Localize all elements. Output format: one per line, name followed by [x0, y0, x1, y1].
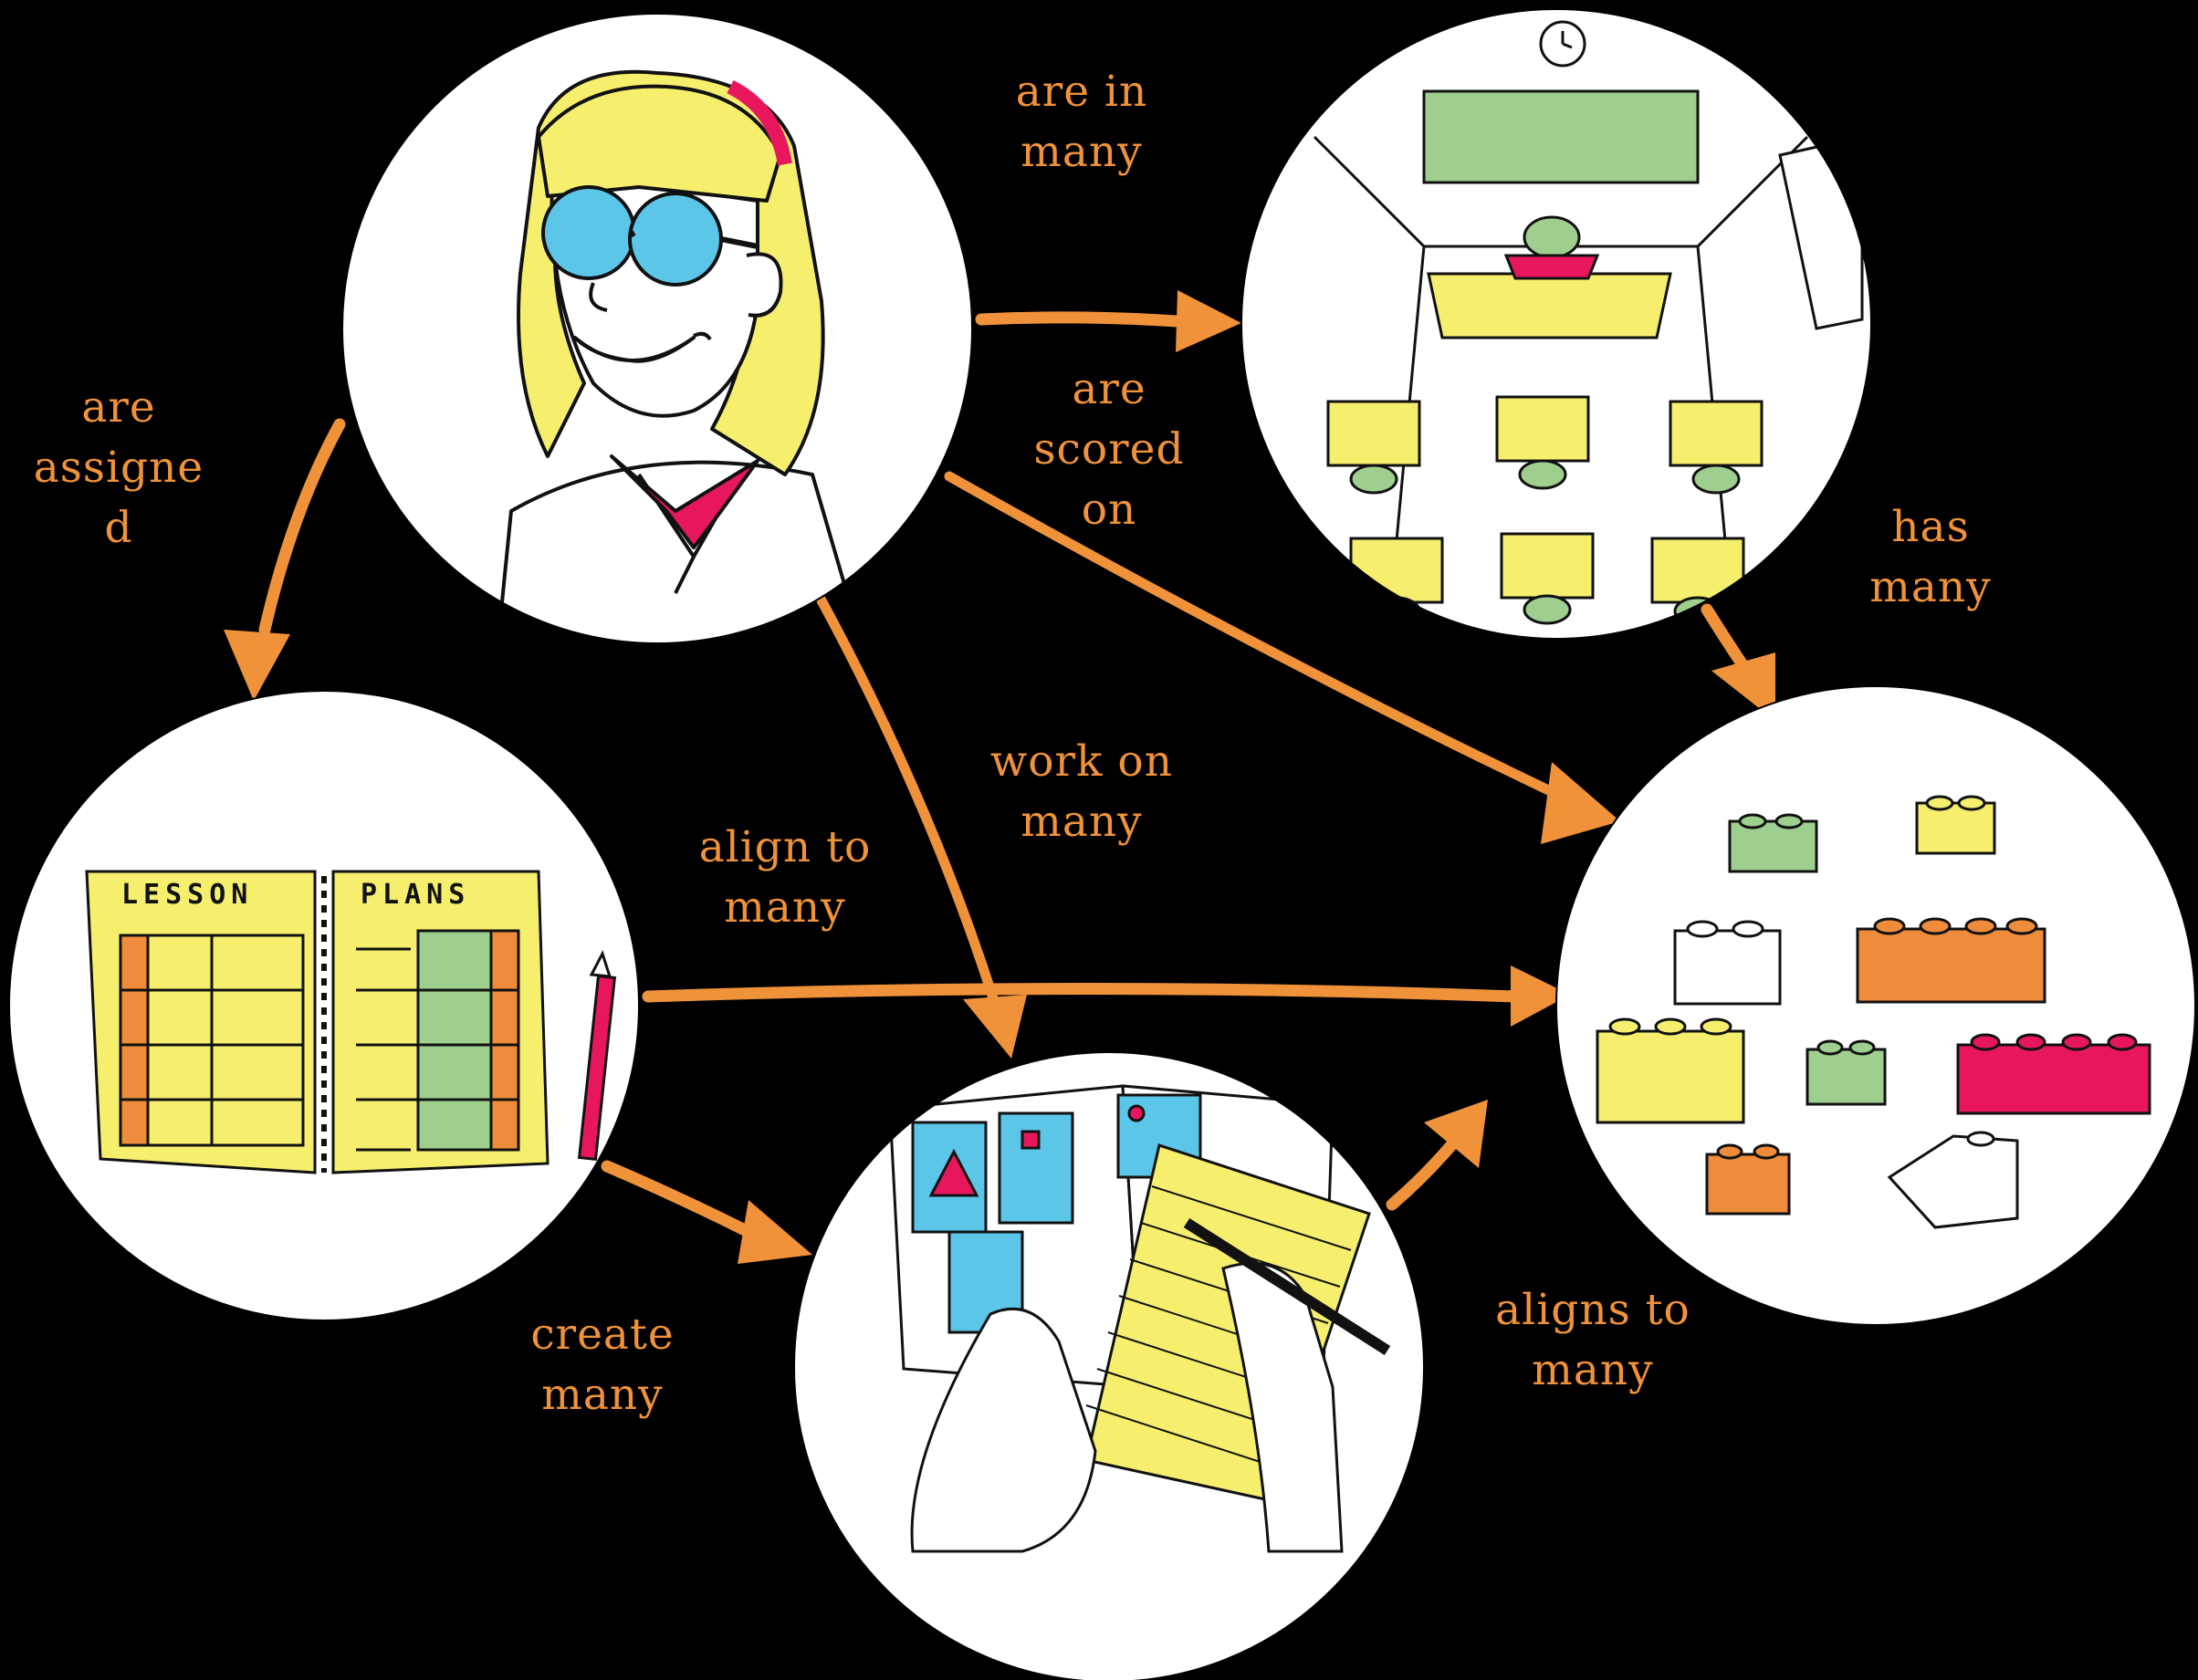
label-line: aligns to: [1495, 1285, 1690, 1335]
arrow-align-to-many: [642, 965, 1570, 1027]
orange-small-block: [1705, 1143, 1791, 1216]
green-block: [1728, 813, 1818, 873]
edge-label-aligns-to-many: aligns to many: [1470, 1280, 1716, 1401]
building-blocks-illustration: [1596, 795, 2151, 1229]
white-slope-block: [1887, 1131, 2019, 1229]
green-small-block: [1806, 1039, 1887, 1106]
node-classroom: [1240, 8, 1872, 640]
label-line: are: [81, 382, 156, 433]
label-line: align to: [698, 822, 872, 872]
label-line: assigne: [33, 443, 204, 493]
arrow-work-on-many: [816, 595, 1027, 1059]
label-line: many: [1020, 127, 1143, 177]
lesson-plans-notebook-illustration: LESSON PLANS: [85, 870, 617, 1174]
arrow-aligns-to-many: [1386, 1100, 1488, 1211]
node-standards: [1555, 685, 2196, 1326]
node-lesson-plans: LESSON PLANS: [8, 690, 640, 1321]
label-line: on: [1081, 485, 1137, 535]
orange-long-block: [1856, 917, 2046, 1004]
yellow-small-block: [1915, 795, 1996, 855]
label-line: many: [724, 882, 846, 933]
arrows: [224, 290, 1775, 1264]
label-line: d: [104, 503, 133, 553]
label-line: has: [1891, 502, 1970, 552]
classroom-top-view-illustration: [1313, 20, 1864, 639]
label-line: scored: [1033, 424, 1185, 475]
homework-worksheet-illustration: [888, 1084, 1391, 1553]
label-line: create: [530, 1310, 675, 1360]
label-line: many: [1869, 562, 1992, 612]
lesson-plans-heading-left: LESSON: [121, 879, 253, 911]
label-line: many: [1532, 1345, 1654, 1395]
node-student: [341, 13, 973, 644]
label-line: work on: [990, 736, 1173, 787]
yellow-long-block: [1596, 1017, 1745, 1124]
node-assignments: [793, 1051, 1425, 1680]
arrow-are-in-many: [975, 290, 1241, 352]
edge-label-work-on-many: work on many: [968, 732, 1196, 852]
pink-long-block: [1956, 1033, 2151, 1115]
white-block: [1673, 920, 1782, 1006]
arrow-are-scored-on: [944, 471, 1620, 844]
lesson-plans-heading-right: PLANS: [361, 879, 470, 911]
edge-label-are-assigned: are assigne d: [23, 378, 215, 558]
arrow-are-assigned: [224, 418, 346, 701]
label-line: many: [541, 1370, 664, 1420]
edge-label-align-to-many: align to many: [675, 818, 895, 938]
student-desks: [1326, 395, 1764, 604]
edge-label-has-many: has many: [1835, 497, 2026, 618]
arrow-has-many: [1701, 603, 1775, 721]
arrow-create-many: [601, 1160, 812, 1264]
label-line: are in: [1015, 67, 1148, 117]
label-line: are: [1072, 364, 1146, 414]
edge-label-create-many: create many: [502, 1305, 703, 1425]
label-line: many: [1020, 797, 1143, 847]
edge-label-are-in-many: are in many: [990, 62, 1173, 183]
pencil-icon: [577, 950, 617, 1162]
edge-label-are-scored-on: are scored on: [1013, 360, 1205, 540]
